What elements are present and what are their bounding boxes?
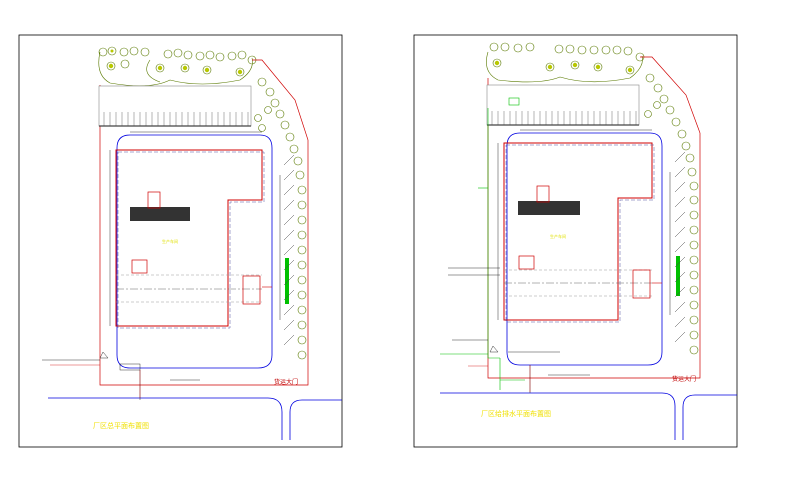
tree-fill-dots xyxy=(494,60,633,73)
dark-equipment-block xyxy=(130,207,190,221)
tree-column-right xyxy=(254,77,307,360)
water-pipes xyxy=(440,97,525,390)
right-sheet: 生产车间 xyxy=(413,34,738,448)
parking-stalls xyxy=(99,112,251,127)
main-building: 生产车间 xyxy=(115,149,272,329)
parking-stalls xyxy=(487,111,639,126)
diagonal-hatching xyxy=(283,154,295,346)
main-building: 生产车间 xyxy=(503,142,662,323)
tree-fill-dots xyxy=(108,49,243,75)
tree-cluster-top xyxy=(98,46,257,87)
dimension-lines xyxy=(109,131,281,326)
left-sheet: 生产车间 货运大门 厂区总平面布 xyxy=(18,34,343,448)
sheet-caption: 厂区总平面布置图 xyxy=(93,421,149,430)
sheet-caption: 厂区给排水平面布置图 xyxy=(481,409,551,418)
outer-roads xyxy=(48,397,342,440)
site-boundary xyxy=(99,59,309,386)
left-sheet-frame xyxy=(18,34,343,448)
dark-equipment-block xyxy=(518,201,580,215)
green-belt xyxy=(285,258,289,304)
building-label: 生产车间 xyxy=(550,233,566,239)
site-boundary xyxy=(487,56,701,379)
building-label: 生产车间 xyxy=(162,238,178,244)
parking-strip xyxy=(98,85,252,127)
tree-cluster-top xyxy=(486,42,645,83)
tree-column-right xyxy=(644,73,699,355)
dimension-lines xyxy=(497,129,671,320)
internal-road-loop xyxy=(116,134,273,369)
red-leaders xyxy=(50,364,141,398)
outer-roads xyxy=(440,392,737,440)
entrance-details xyxy=(42,351,200,400)
gate-label: 货运大门 xyxy=(672,375,696,383)
diagonal-hatching xyxy=(674,151,686,343)
internal-road-loop xyxy=(506,132,663,366)
red-leaders xyxy=(468,365,531,392)
gate-label: 货运大门 xyxy=(274,378,298,386)
entrance-details xyxy=(448,267,590,393)
green-belt xyxy=(676,256,680,296)
right-sheet-frame xyxy=(413,34,738,448)
